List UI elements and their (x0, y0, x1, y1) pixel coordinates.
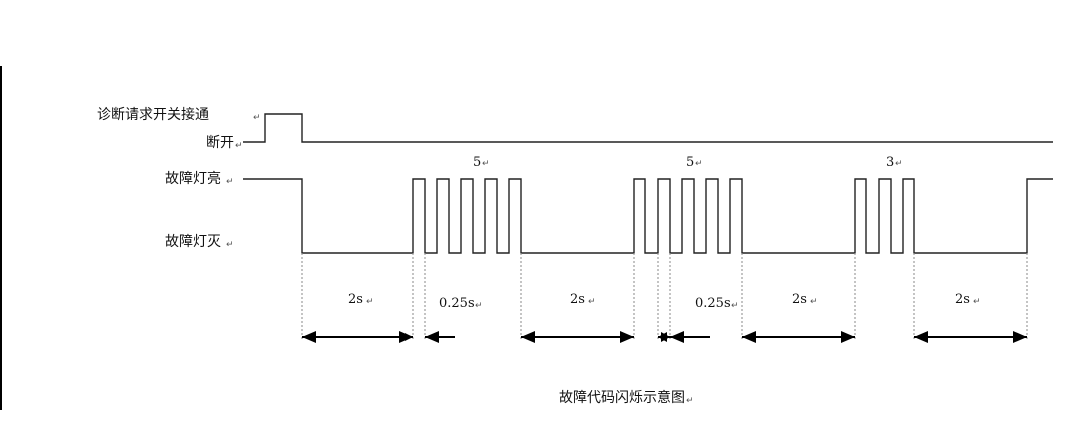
duration-arrow-1 (302, 331, 413, 343)
return-mark: ↵ (226, 177, 234, 187)
duration-arrow-2 (405, 331, 455, 343)
return-mark: ↵ (226, 240, 234, 250)
return-mark: ↵ (731, 301, 739, 311)
switch-waveform (243, 113, 1053, 143)
label-lamp-off: 故障灯灭 (165, 234, 221, 250)
return-mark: ↵ (475, 301, 483, 311)
return-mark: ↵ (482, 159, 490, 169)
lamp-waveform (243, 178, 1053, 254)
duration-label-5: 2s (792, 292, 807, 307)
label-switch-on: 诊断请求开关接通 (97, 106, 209, 123)
return-mark: ↵ (366, 297, 374, 307)
pulse-count-group-3: 3 (886, 155, 894, 170)
duration-label-6: 2s (955, 292, 970, 307)
pulse-count-group-1: 5 (473, 155, 481, 170)
pulse-count-group-2: 5 (686, 155, 694, 170)
duration-label-4: 0.25s (695, 296, 731, 311)
duration-arrow-6 (914, 331, 1027, 343)
diagram-caption: 故障代码闪烁示意图 (559, 389, 685, 406)
duration-label-1: 2s (348, 292, 363, 307)
return-mark: ↵ (810, 297, 818, 307)
duration-arrow-5 (742, 331, 855, 343)
label-lamp-on: 故障灯亮 (165, 170, 221, 187)
guide-lines (301, 253, 1028, 340)
duration-arrow-4 (658, 331, 710, 343)
return-mark: ↵ (895, 159, 903, 169)
return-mark: ↵ (686, 396, 694, 406)
return-mark: ↵ (695, 159, 703, 169)
return-mark: ↵ (253, 113, 261, 123)
return-mark: ↵ (973, 297, 981, 307)
duration-arrow-3 (521, 331, 634, 343)
return-mark: ↵ (235, 141, 243, 151)
label-switch-off: 断开 (206, 135, 234, 151)
duration-label-2: 0.25s (439, 296, 475, 311)
duration-label-3: 2s (570, 292, 585, 307)
return-mark: ↵ (588, 297, 596, 307)
